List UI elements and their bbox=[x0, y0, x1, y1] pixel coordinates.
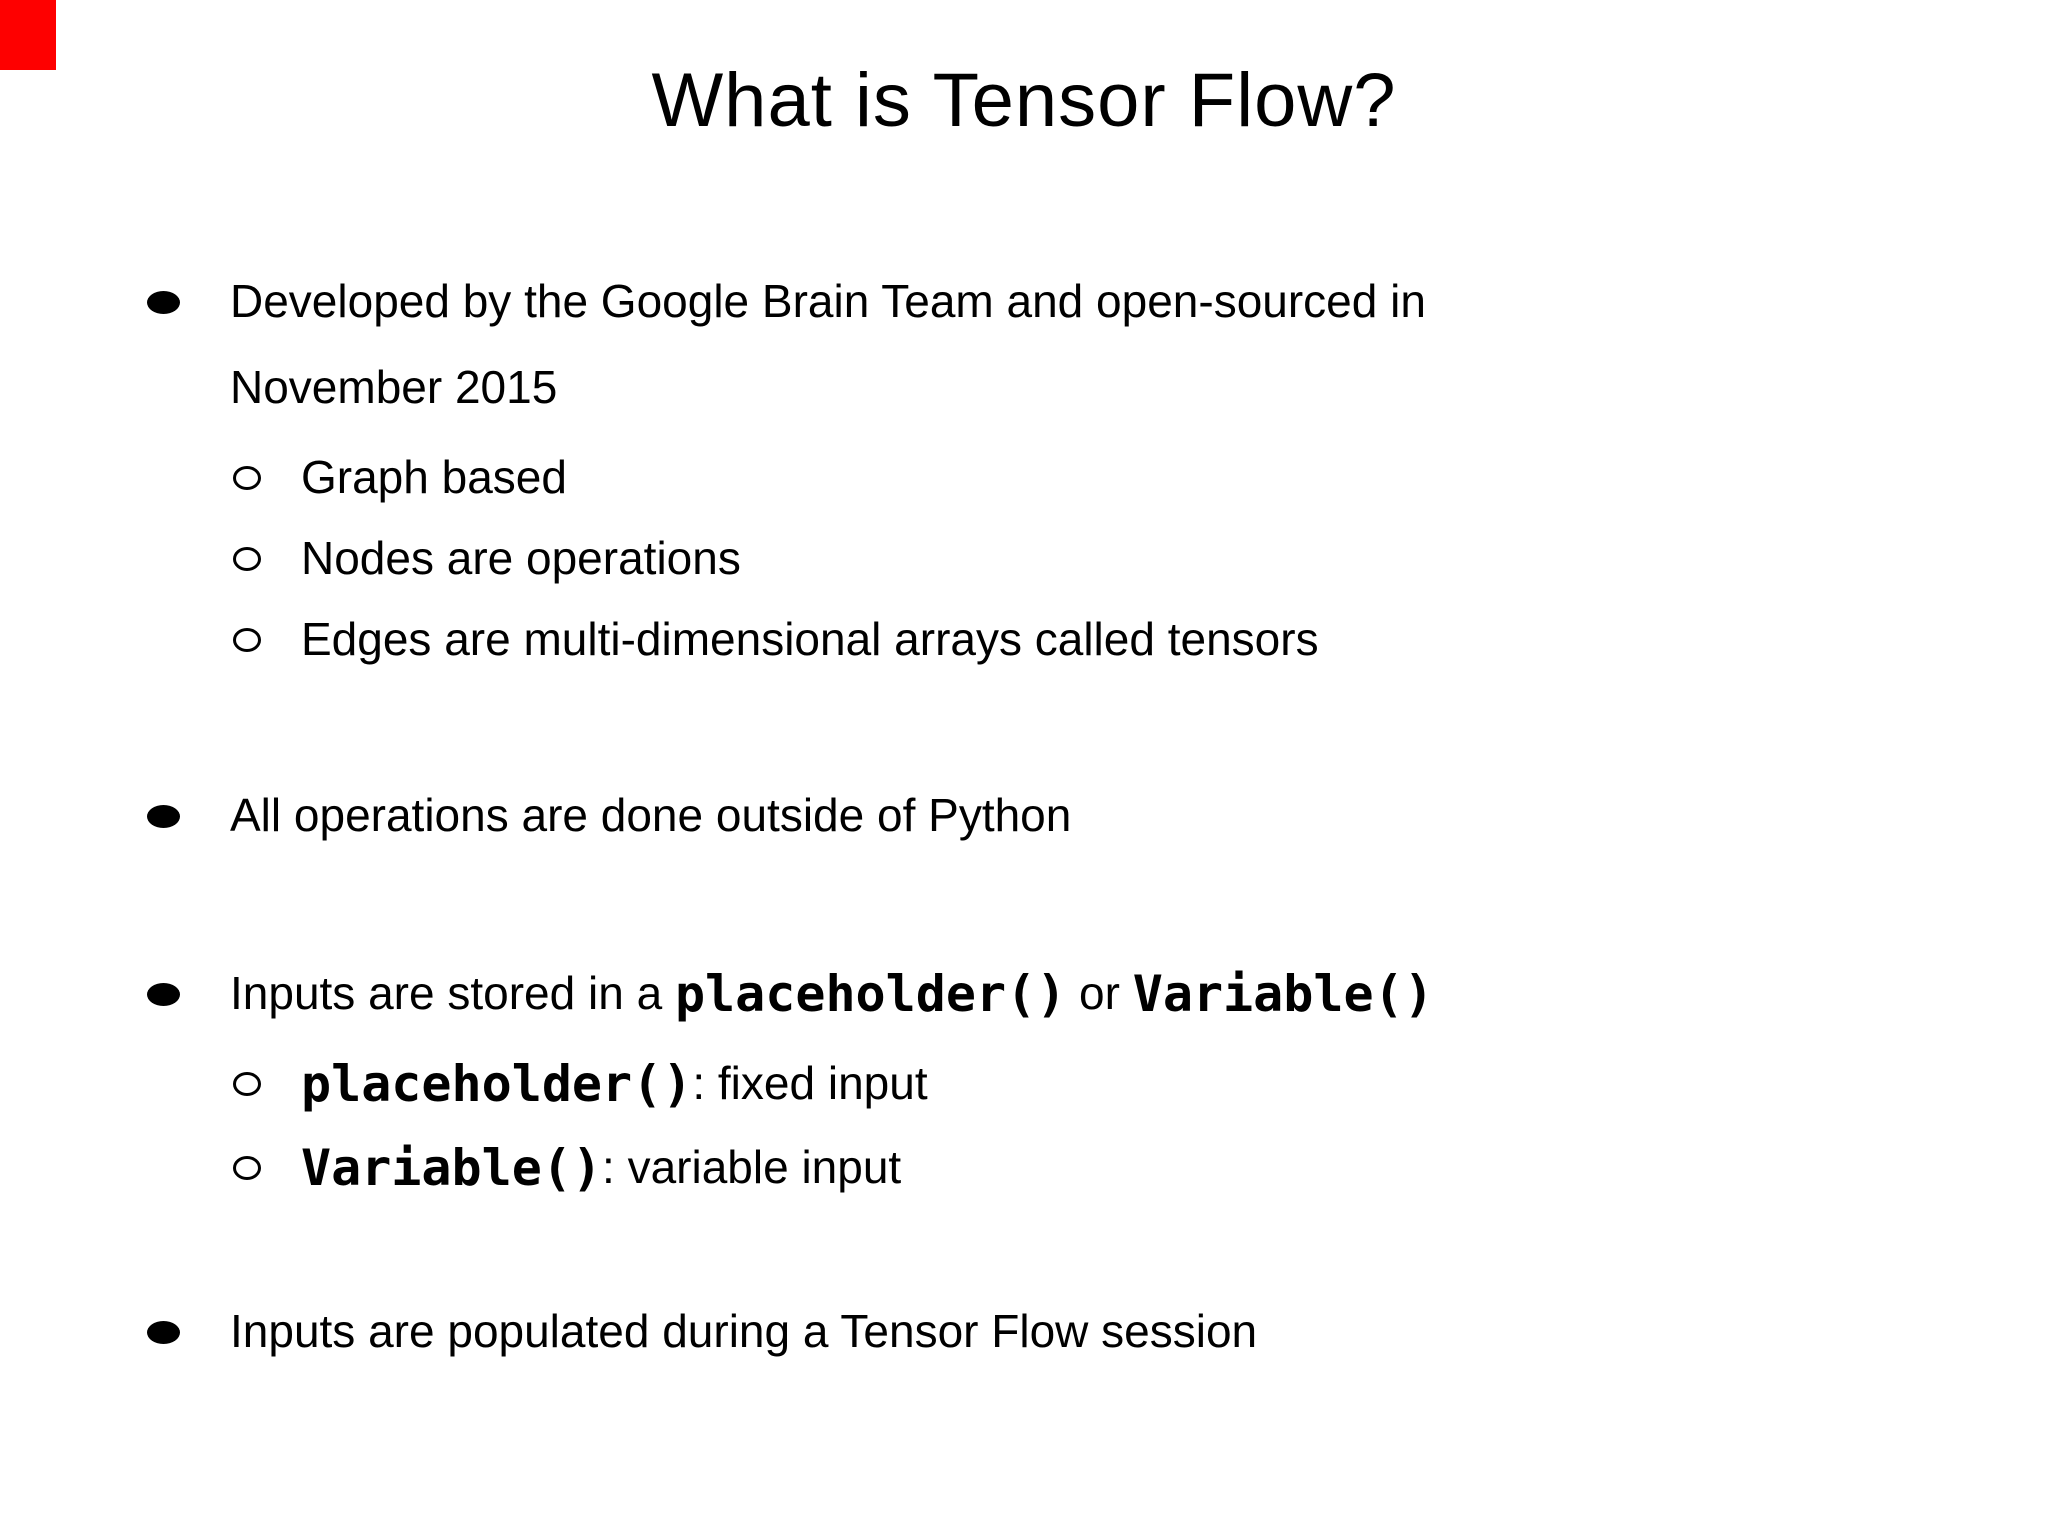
code-variable: Variable() bbox=[301, 1139, 603, 1197]
sub-bullet-text: : variable input bbox=[602, 1141, 902, 1194]
bullet-text: All operations are done outside of Pytho… bbox=[230, 789, 1072, 842]
bullet-row: Inputs are stored in a placeholder() or … bbox=[147, 962, 1434, 1026]
sub-bullet-row: Nodes are operations bbox=[233, 527, 741, 591]
sub-bullet-row: Variable() : variable input bbox=[233, 1136, 901, 1200]
code-placeholder: placeholder() bbox=[674, 965, 1067, 1023]
bullet-row: Inputs are populated during a Tensor Flo… bbox=[147, 1300, 1257, 1364]
slide-title: What is Tensor Flow? bbox=[651, 58, 1397, 143]
bullet-row: All operations are done outside of Pytho… bbox=[147, 784, 1071, 848]
sub-bullet-row: placeholder() : fixed input bbox=[233, 1052, 928, 1116]
corner-marker bbox=[0, 0, 56, 70]
bullet-text: Developed by the Google Brain Team and o… bbox=[230, 275, 1426, 328]
sub-bullet-marker-icon bbox=[233, 466, 261, 490]
sub-bullet-text: Edges are multi-dimensional arrays calle… bbox=[301, 613, 1319, 666]
bullet-text: November 2015 bbox=[230, 361, 558, 414]
sub-bullet-marker-icon bbox=[233, 628, 261, 652]
bullet-text: Inputs are stored in a bbox=[230, 967, 675, 1020]
sub-bullet-text: Graph based bbox=[301, 451, 567, 504]
sub-bullet-marker-icon bbox=[233, 1072, 261, 1096]
sub-bullet-row: Edges are multi-dimensional arrays calle… bbox=[233, 608, 1319, 672]
sub-bullet-row: Graph based bbox=[233, 446, 567, 510]
sub-bullet-text: : fixed input bbox=[692, 1057, 928, 1110]
sub-bullet-text: Nodes are operations bbox=[301, 532, 741, 585]
code-variable: Variable() bbox=[1132, 965, 1434, 1023]
code-placeholder: placeholder() bbox=[301, 1055, 693, 1113]
bullet-row-continuation: November 2015 bbox=[230, 356, 557, 420]
bullet-marker-icon bbox=[147, 290, 180, 314]
bullet-marker-icon bbox=[147, 804, 180, 828]
bullet-text: Inputs are populated during a Tensor Flo… bbox=[230, 1305, 1258, 1358]
bullet-marker-icon bbox=[147, 1320, 180, 1344]
sub-bullet-marker-icon bbox=[233, 1156, 261, 1180]
sub-bullet-marker-icon bbox=[233, 547, 261, 571]
bullet-text: or bbox=[1066, 967, 1133, 1020]
bullet-marker-icon bbox=[147, 982, 180, 1006]
bullet-row: Developed by the Google Brain Team and o… bbox=[147, 270, 1426, 334]
